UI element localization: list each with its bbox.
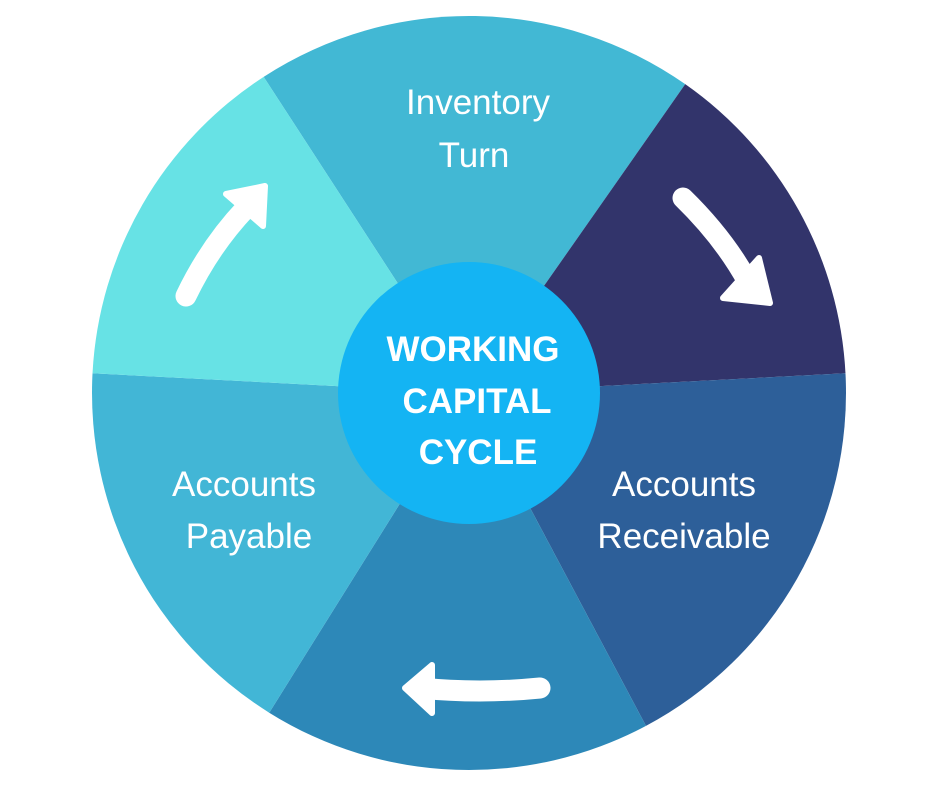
- center-title-line-3: CYCLE: [419, 433, 538, 472]
- arrow-left-icon-shaft: [409, 677, 551, 702]
- arrow-right-icon: [672, 187, 773, 306]
- segment-label-inventory-turn: Inventory Turn: [406, 83, 550, 175]
- segment-label-accounts-receivable: Accounts Receivable: [597, 465, 770, 556]
- segment-arrow-bottom: [269, 393, 646, 770]
- accounts-receivable-line-1: Accounts: [612, 465, 756, 504]
- center-hub: [338, 262, 600, 524]
- accounts-payable-line-2: Payable: [186, 517, 312, 556]
- cycle-arrows: [175, 183, 773, 716]
- arrow-up-icon-shaft: [175, 197, 257, 307]
- center-title: WORKING CAPITAL CYCLE: [386, 330, 559, 472]
- arrow-left-icon-head: [402, 662, 435, 716]
- inventory-turn-line-1: Inventory: [406, 83, 550, 122]
- segment-inventory-turn: [263, 15, 686, 394]
- inventory-turn-line-2: Turn: [439, 136, 510, 175]
- arrow-up-icon-head: [223, 183, 268, 229]
- arrow-left-icon: [402, 662, 551, 716]
- center-title-line-1: WORKING: [386, 330, 559, 369]
- accounts-receivable-line-2: Receivable: [597, 517, 770, 556]
- center-title-line-2: CAPITAL: [402, 382, 551, 421]
- arrow-right-icon-head: [720, 255, 773, 306]
- accounts-payable-line-1: Accounts: [172, 465, 316, 504]
- segment-label-accounts-payable: Accounts Payable: [172, 465, 316, 556]
- arrow-up-icon: [175, 183, 268, 307]
